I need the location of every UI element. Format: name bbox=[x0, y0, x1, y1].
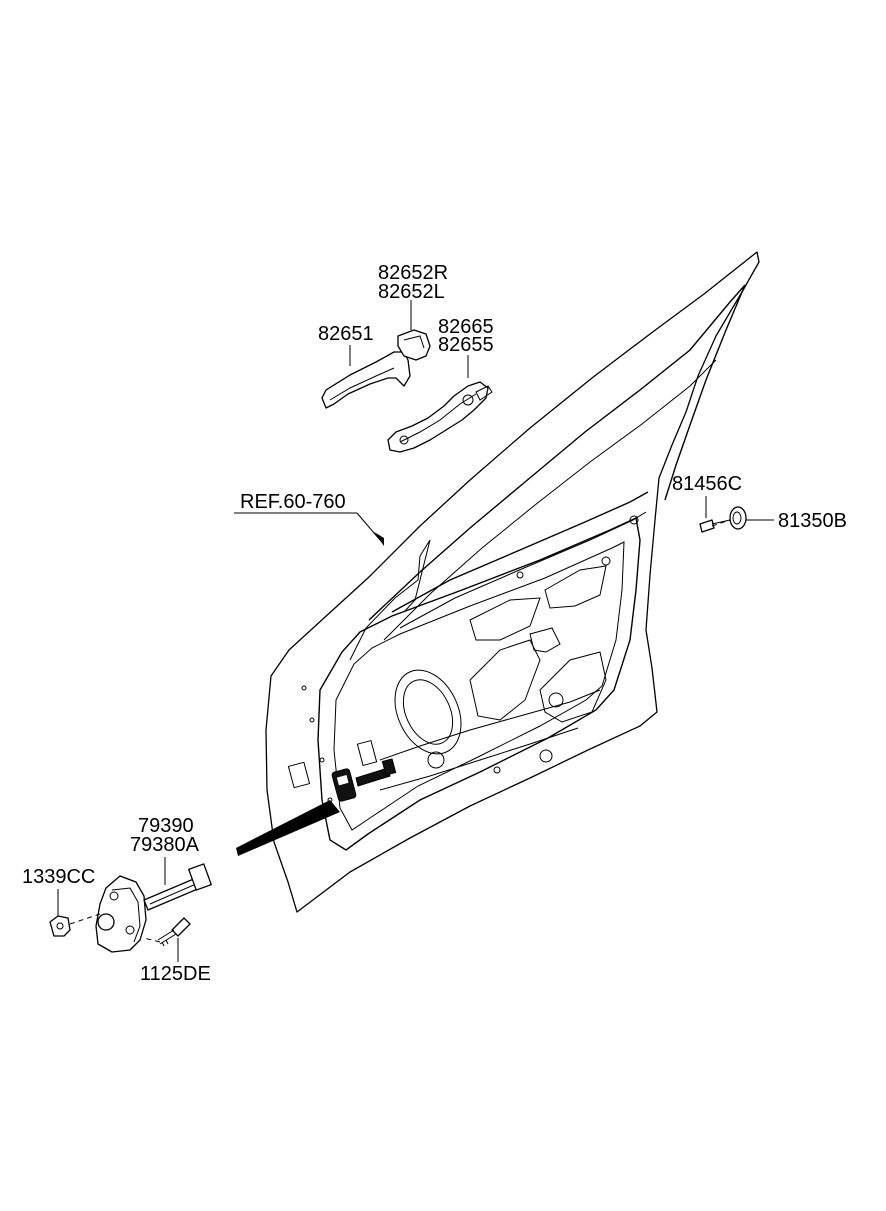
screw-head bbox=[699, 519, 715, 533]
lower-rib bbox=[379, 689, 601, 761]
service-hole-3 bbox=[469, 597, 541, 641]
checker-arm-line bbox=[149, 883, 197, 905]
part-labels: 82652R 82652L 82651 82665 82655 REF.60-7… bbox=[22, 262, 847, 985]
bracket-pivot bbox=[462, 394, 474, 406]
bolt-thread bbox=[157, 929, 177, 947]
label-79390: 79390 bbox=[138, 815, 194, 837]
inner-panel-offset bbox=[333, 541, 625, 831]
label-ref-60-760: REF.60-760 bbox=[240, 491, 346, 513]
label-81456C: 81456C bbox=[672, 473, 742, 495]
checker-arm-stop bbox=[188, 863, 212, 891]
label-1339CC: 1339CC bbox=[22, 866, 95, 888]
hinge-pad bbox=[287, 761, 311, 789]
checker-mount-slot bbox=[336, 775, 349, 786]
label-79380A: 79380A bbox=[130, 834, 200, 856]
label-82652L: 82652L bbox=[378, 281, 445, 303]
ref-leader-line bbox=[356, 512, 381, 541]
ref-arrow-head bbox=[374, 532, 384, 546]
cover-edge bbox=[403, 335, 425, 349]
panel-hole bbox=[319, 757, 325, 763]
outside-handle bbox=[321, 351, 411, 409]
housing-boss bbox=[97, 913, 115, 931]
screw-dash bbox=[711, 519, 731, 527]
label-82665: 82665 bbox=[438, 316, 494, 338]
checker-arm-stub bbox=[355, 767, 391, 787]
service-hole-4 bbox=[544, 565, 607, 609]
regulator-bracket bbox=[529, 627, 561, 653]
bolt-dash bbox=[143, 937, 161, 943]
housing-edge bbox=[111, 887, 141, 943]
panel-hole bbox=[516, 571, 524, 579]
label-81350B: 81350B bbox=[778, 510, 847, 532]
label-82655: 82655 bbox=[438, 334, 494, 356]
outside-handle-group bbox=[321, 300, 493, 453]
window-sash bbox=[349, 539, 431, 661]
bracket-ridge bbox=[399, 393, 477, 443]
nut-dash bbox=[69, 913, 101, 925]
checker-stub-end bbox=[381, 758, 397, 776]
label-82651: 82651 bbox=[318, 323, 374, 345]
panel-hole bbox=[493, 766, 501, 774]
speaker-opening-inner bbox=[402, 679, 454, 745]
checker-mount-on-door bbox=[331, 768, 357, 802]
panel-hole bbox=[309, 717, 315, 723]
bracket-tab bbox=[475, 385, 493, 401]
handle-base-bracket bbox=[387, 381, 489, 453]
inner-panel-outline bbox=[317, 516, 641, 851]
hinge-pad bbox=[356, 739, 378, 767]
handle-highlight bbox=[329, 367, 395, 401]
bracket-hole bbox=[399, 435, 409, 445]
lower-rib-2 bbox=[379, 727, 579, 791]
housing-hole bbox=[109, 891, 119, 901]
panel-hole bbox=[548, 692, 564, 708]
bolt-head bbox=[171, 917, 191, 937]
door-outer-outline bbox=[265, 251, 760, 913]
door-checker-group bbox=[49, 857, 212, 962]
housing-hole bbox=[125, 925, 135, 935]
nut-bore bbox=[56, 922, 64, 930]
panel-hole bbox=[601, 556, 611, 566]
service-hole-1 bbox=[469, 639, 541, 721]
panel-hole bbox=[301, 685, 307, 691]
screw-shank bbox=[711, 519, 731, 525]
belt-line bbox=[391, 491, 649, 613]
screw-plug-group bbox=[699, 496, 774, 533]
handle-cover bbox=[397, 329, 431, 361]
panel-hole bbox=[427, 751, 445, 769]
label-82652R: 82652R bbox=[378, 262, 448, 284]
checker-leader-wedge bbox=[236, 800, 340, 856]
nut bbox=[49, 915, 71, 937]
panel-hole bbox=[629, 515, 639, 525]
label-1125DE: 1125DE bbox=[140, 963, 211, 985]
plug bbox=[729, 506, 747, 530]
panel-hole bbox=[539, 749, 553, 763]
speaker-opening bbox=[394, 669, 462, 755]
window-frame-line bbox=[368, 284, 746, 621]
plug-inner bbox=[732, 511, 742, 525]
service-hole-2 bbox=[539, 651, 607, 723]
front-door-panel bbox=[234, 251, 760, 913]
